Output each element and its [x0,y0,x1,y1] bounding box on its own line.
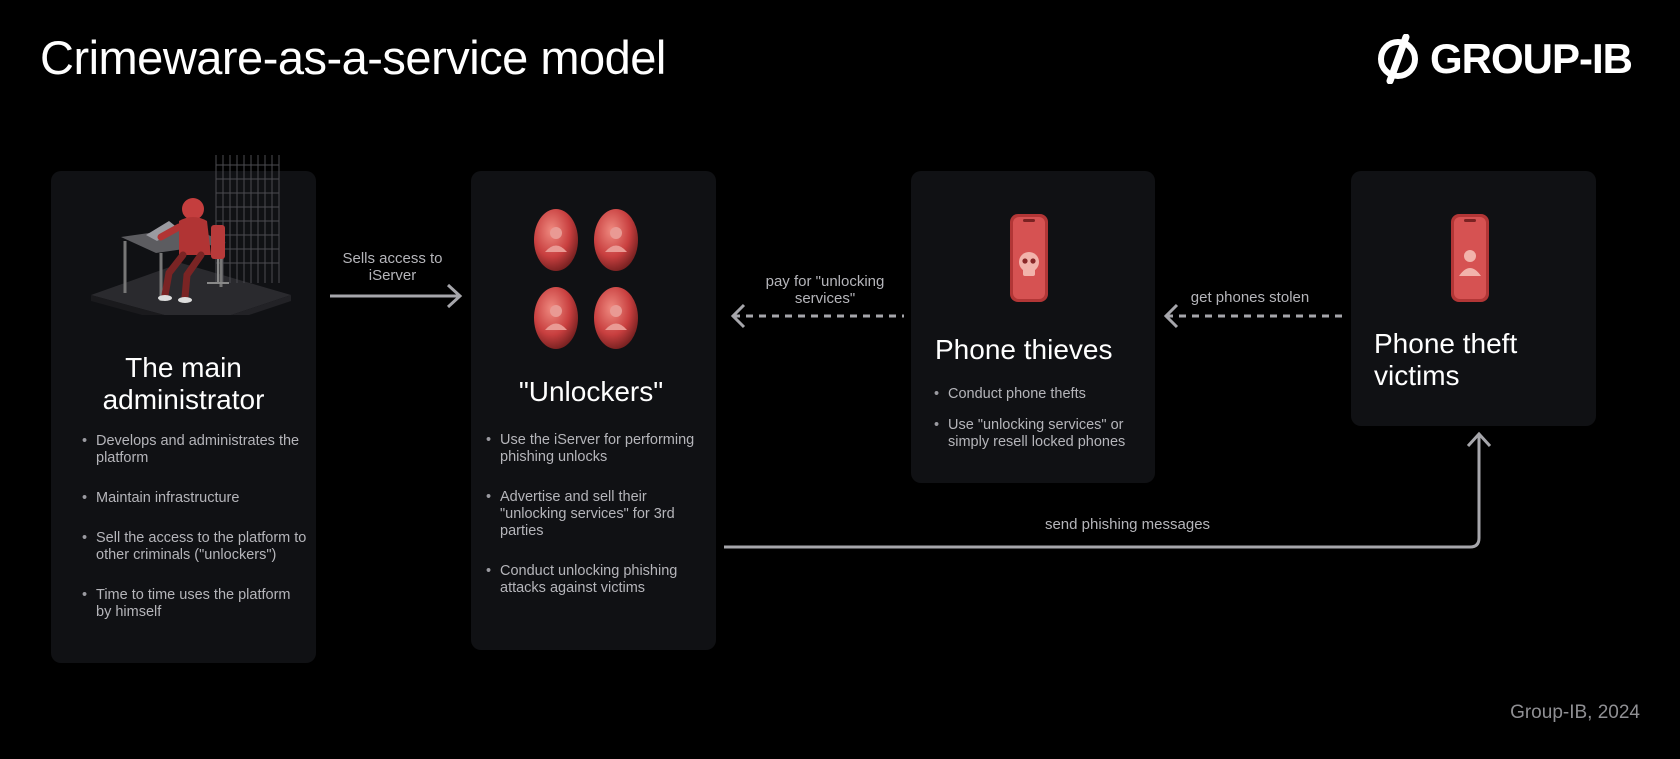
list-item: Maintain infrastructure [82,490,307,507]
list-item: Time to time uses the platform by himsel… [82,587,307,621]
list-item: Use "unlocking services" or simply resel… [934,417,1149,451]
arrow-sells-access [330,283,463,309]
thieves-bullets: Conduct phone thefts Use "unlocking serv… [934,386,1149,451]
label-pay-for-unlocking: pay for "unlocking services" [765,273,885,307]
user-phone-icon [1451,214,1489,302]
admin-title: The main administrator [102,352,265,415]
user-token-icon [594,209,638,271]
page-title: Crimeware-as-a-service model [40,31,666,84]
label-get-phones-stolen: get phones stolen [1190,289,1310,306]
arrow-send-phishing [724,431,1492,549]
list-item: Develops and administrates the platform [82,433,307,467]
victims-title: Phone theft victims [1374,328,1518,391]
list-item: Use the iServer for performing phishing … [486,432,708,466]
list-item: Advertise and sell their "unlocking serv… [486,489,708,540]
admin-bullets: Develops and administrates the platform … [82,433,307,621]
group-ib-logo: GROUP-IB [1376,34,1633,84]
user-token-icon [534,287,578,349]
list-item: Conduct phone thefts [934,386,1149,403]
label-send-phishing: send phishing messages [1044,516,1211,533]
arrow-pay-for-unlocking [730,303,904,329]
card-phone-thieves: Phone thieves Conduct phone thefts Use "… [911,171,1155,483]
user-token-icon [534,209,578,271]
unlockers-bullets: Use the iServer for performing phishing … [486,432,708,597]
card-phone-theft-victims: Phone theft victims [1351,171,1596,426]
unlockers-title: "Unlockers" [518,376,664,407]
hacker-at-desk-icon [91,155,291,315]
list-item: Sell the access to the platform to other… [82,530,307,564]
label-sells-access: Sells access to iServer [342,250,443,284]
card-main-administrator: The main administrator Develops and admi… [51,155,316,663]
arrow-get-phones-stolen [1163,303,1342,329]
group-ib-logo-text: GROUP-IB [1430,35,1633,82]
skull-phone-icon [1010,214,1048,302]
group-ib-logo-icon [1378,34,1418,84]
footer-credit: Group-IB, 2024 [1510,702,1640,723]
unlocker-avatars-icon [534,209,638,349]
list-item: Conduct unlocking phishing attacks again… [486,563,708,597]
card-unlockers: "Unlockers" Use the iServer for performi… [471,171,716,650]
thieves-title: Phone thieves [935,334,1113,365]
user-token-icon [594,287,638,349]
